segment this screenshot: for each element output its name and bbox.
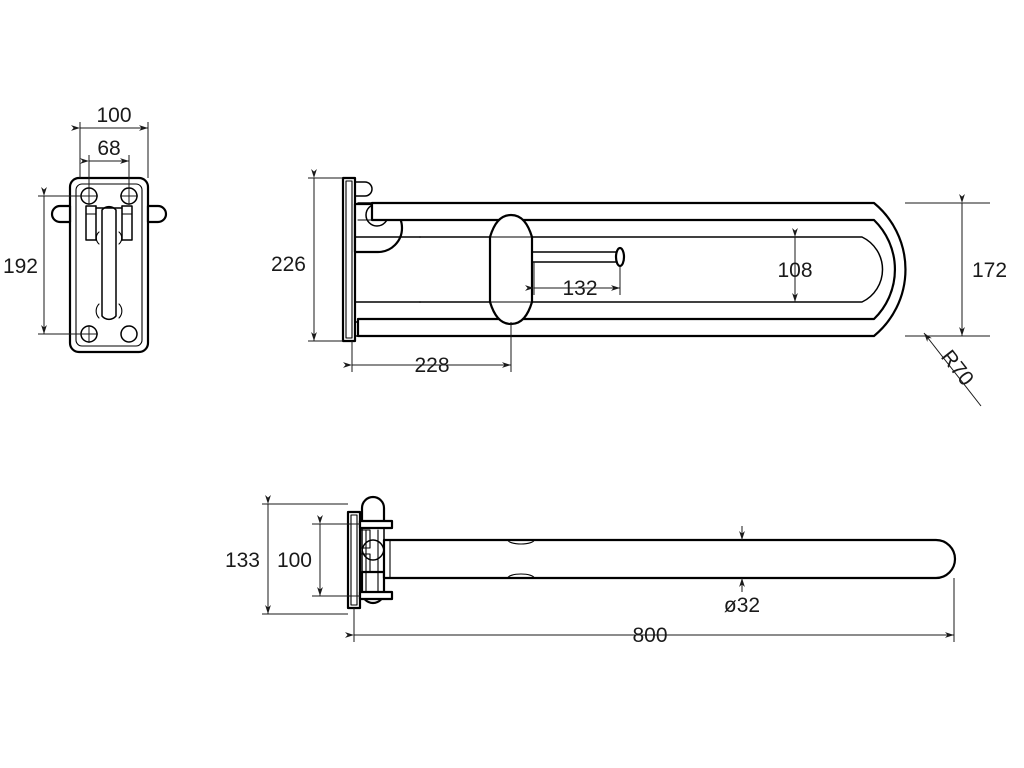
dim-label-226: 226 bbox=[271, 253, 306, 276]
rail-bump-top bbox=[507, 539, 535, 545]
dim-label-108: 108 bbox=[777, 259, 812, 282]
rail-bump-bottom bbox=[507, 573, 535, 579]
dim-label-133: 133 bbox=[225, 549, 260, 572]
plate-tab-left bbox=[50, 204, 72, 224]
dim-label-d32: ø32 bbox=[724, 594, 760, 617]
dim-outer-height-172: 172 bbox=[905, 194, 1007, 337]
dim-hole-spacing-68: 68 bbox=[80, 137, 130, 188]
dim-label-800: 800 bbox=[632, 624, 667, 647]
grab-rail-plan bbox=[382, 538, 957, 580]
dim-label-68: 68 bbox=[97, 137, 120, 160]
dim-bracket-offset-228: 228 bbox=[343, 322, 512, 377]
dim-plate-depth-133: 133 bbox=[225, 495, 348, 615]
dim-bend-radius-r70: R70 bbox=[923, 332, 982, 407]
dim-overall-length-800: 800 bbox=[345, 578, 955, 647]
grab-rail-profile bbox=[354, 201, 907, 338]
plate-body bbox=[50, 176, 168, 354]
roll-holder-post bbox=[488, 213, 534, 326]
hinge-knuckle-upper bbox=[358, 495, 394, 561]
dim-label-r70: R70 bbox=[936, 346, 978, 391]
side-elevation-view: 226 132 108 172 bbox=[271, 169, 1007, 407]
mount-hole-br bbox=[120, 325, 138, 343]
dim-tube-diameter-32: ø32 bbox=[724, 526, 760, 617]
roll-post-body bbox=[488, 213, 534, 326]
dim-hole-spacing-192: 192 bbox=[3, 187, 85, 335]
wall-flange-side bbox=[341, 176, 373, 343]
dim-label-192: 192 bbox=[3, 255, 38, 278]
dim-plate-width-100: 100 bbox=[71, 104, 149, 178]
roll-arm-endcap bbox=[614, 246, 626, 268]
rail-plan-body bbox=[382, 538, 957, 580]
roll-holder-arm bbox=[531, 246, 626, 268]
roll-arm-shaft bbox=[531, 251, 621, 263]
dim-label-132: 132 bbox=[562, 277, 597, 300]
plate-tab-right bbox=[146, 204, 168, 224]
rail-inner-contour bbox=[419, 236, 884, 303]
dim-plate-depth-100: 100 bbox=[277, 515, 360, 597]
dim-roll-holder-132: 132 bbox=[525, 262, 621, 300]
dim-label-228: 228 bbox=[414, 354, 449, 377]
dim-label-100-plan: 100 bbox=[277, 549, 312, 572]
dim-label-100-plate: 100 bbox=[96, 104, 131, 127]
dim-plate-height-226: 226 bbox=[271, 169, 343, 342]
plan-view: 133 100 ø32 800 bbox=[225, 495, 957, 647]
front-plate-view: 100 68 192 bbox=[3, 104, 168, 354]
wall-flange-plan bbox=[346, 510, 362, 610]
dim-inner-gap-108: 108 bbox=[777, 228, 813, 302]
dim-label-172: 172 bbox=[972, 259, 1007, 282]
rail-outer-band bbox=[356, 201, 907, 338]
plate-lever-slot bbox=[101, 205, 117, 321]
